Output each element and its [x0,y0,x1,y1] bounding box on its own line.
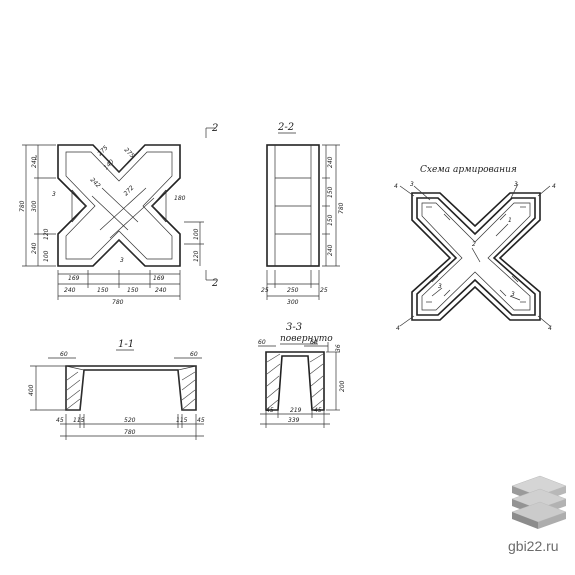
s11-bottom-4: 115 [176,417,188,424]
schema-mark-4b: 4 [552,183,556,190]
schema-rebar-inner [421,202,531,311]
schema-mark-4d: 4 [548,325,552,332]
plan-bottom-dim-3: 150 [127,287,139,294]
cut-mark-2-top: 2 [211,123,218,134]
section-1-1-right-wall [177,365,197,411]
s22-bottom-3: 25 [320,287,328,294]
section-2-2-outline [266,144,320,267]
schema-leaders [399,183,551,327]
s11-bottom-5: 45 [197,417,205,424]
plan-left-inner-1: 120 [43,228,50,240]
plan-bottom-total: 780 [112,299,124,306]
s33-bottom-2: 219 [290,407,302,414]
schema-mark-4c: 4 [396,325,400,332]
cut-mark-3-right: 3 [120,257,124,264]
reinforcement-schema: Схема армирования [394,165,556,332]
plan-left-dim-2: 300 [31,200,38,212]
schema-mark-3b: 3 [438,283,442,290]
s33-top-right: 60 [310,339,318,346]
s22-right-3: 150 [327,214,334,226]
schema-stirrup-ticks [426,206,526,303]
s33-height: 200 [339,380,346,392]
section-3-3-title: 3-3 [286,322,302,333]
s33-right: 36 [335,344,342,352]
s33-top-left: 60 [258,339,266,346]
section-3-3: 3-3 повернуто [258,322,346,428]
section-1-1-hatching [66,371,196,410]
s11-bottom-3: 520 [124,417,136,424]
plan-left-inner-2: 100 [43,250,50,262]
section-2-2-title: 2-2 [277,122,294,133]
schema-mark-2: 2 [472,241,476,248]
plan-bottom-dim-1: 240 [64,287,76,294]
s11-bottom-2: 115 [73,417,85,424]
cut-mark-1: 1 [34,155,38,162]
plan-opening-top [99,151,139,173]
plan-bottom-dim-2: 150 [97,287,109,294]
plan-inner-contour [65,151,173,260]
s11-bottom-total: 780 [124,429,136,436]
cut-mark-3-left: 3 [52,191,56,198]
section-1-1-outline [65,365,197,411]
schema-mark-3a: 3 [514,181,518,188]
plan-dimension-lines [22,127,216,300]
watermark-text: gbi22.ru [508,538,559,554]
gbi-logo-icon [511,475,567,529]
plan-bottom-dim-4: 240 [155,287,167,294]
plan-diagonal-a [91,187,139,231]
plan-inner-dim-1: 169 [68,275,80,282]
s22-right-total: 780 [338,202,345,214]
schema-mark-3d: 3 [410,181,414,188]
s22-bottom-1: 25 [261,287,269,294]
schema-mark-4a: 4 [394,183,398,190]
plan-diagonal-b [99,187,155,239]
plan-top-label-1: 275 [96,144,109,157]
plan-view: 240 150 150 240 780 169 169 780 240 300 … [19,123,218,306]
schema-mark-1: 1 [508,217,512,224]
plan-right-dim-1: 100 [193,228,200,240]
s22-bottom-total: 300 [287,299,299,306]
s22-right-4: 240 [327,244,334,256]
plan-left-total: 780 [19,200,26,212]
cut-mark-2-bottom: 2 [211,278,218,289]
section-1-1-title: 1-1 [118,339,134,350]
s33-bottom-total: 339 [288,417,300,424]
s33-bottom-3: 45 [314,407,322,414]
plan-left-dim-1: 240 [31,156,38,168]
plan-inner-dim-2: 169 [153,275,165,282]
plan-top-label-4: 180 [174,195,186,202]
section-1-1: 1-1 60 [28,339,205,440]
section-3-3-hatching [266,353,324,410]
section-3-3-outline [265,351,325,411]
plan-opening-right [151,189,167,223]
plan-right-dim-2: 120 [193,250,200,262]
plan-mid-label-1: 242 [89,176,102,189]
plan-outline [57,144,181,267]
s22-right-1: 240 [327,156,334,168]
s11-top-right: 60 [190,351,198,358]
schema-title: Схема армирования [420,165,517,175]
plan-left-dim-3: 240 [31,242,38,254]
s33-bottom-1: 45 [266,407,274,414]
s11-height: 400 [28,384,35,396]
schema-mark-3c: 3 [511,291,515,298]
plan-top-label-3: 140 [102,158,115,171]
plan-mid-label-2: 272 [122,184,135,197]
s11-top-left: 60 [60,351,68,358]
s22-bottom-2: 250 [287,287,299,294]
s22-right-2: 150 [327,186,334,198]
s11-bottom-1: 45 [56,417,64,424]
section-2-2: 2-2 25 250 25 300 240 150 150 24 [261,122,345,306]
section-1-1-left-wall [65,365,85,411]
schema-rebar-outer [416,197,536,316]
plan-opening-bottom [99,239,139,260]
section-3-3-subtitle: повернуто [280,334,333,344]
plan-opening-left [71,189,87,223]
schema-outline [411,192,541,321]
